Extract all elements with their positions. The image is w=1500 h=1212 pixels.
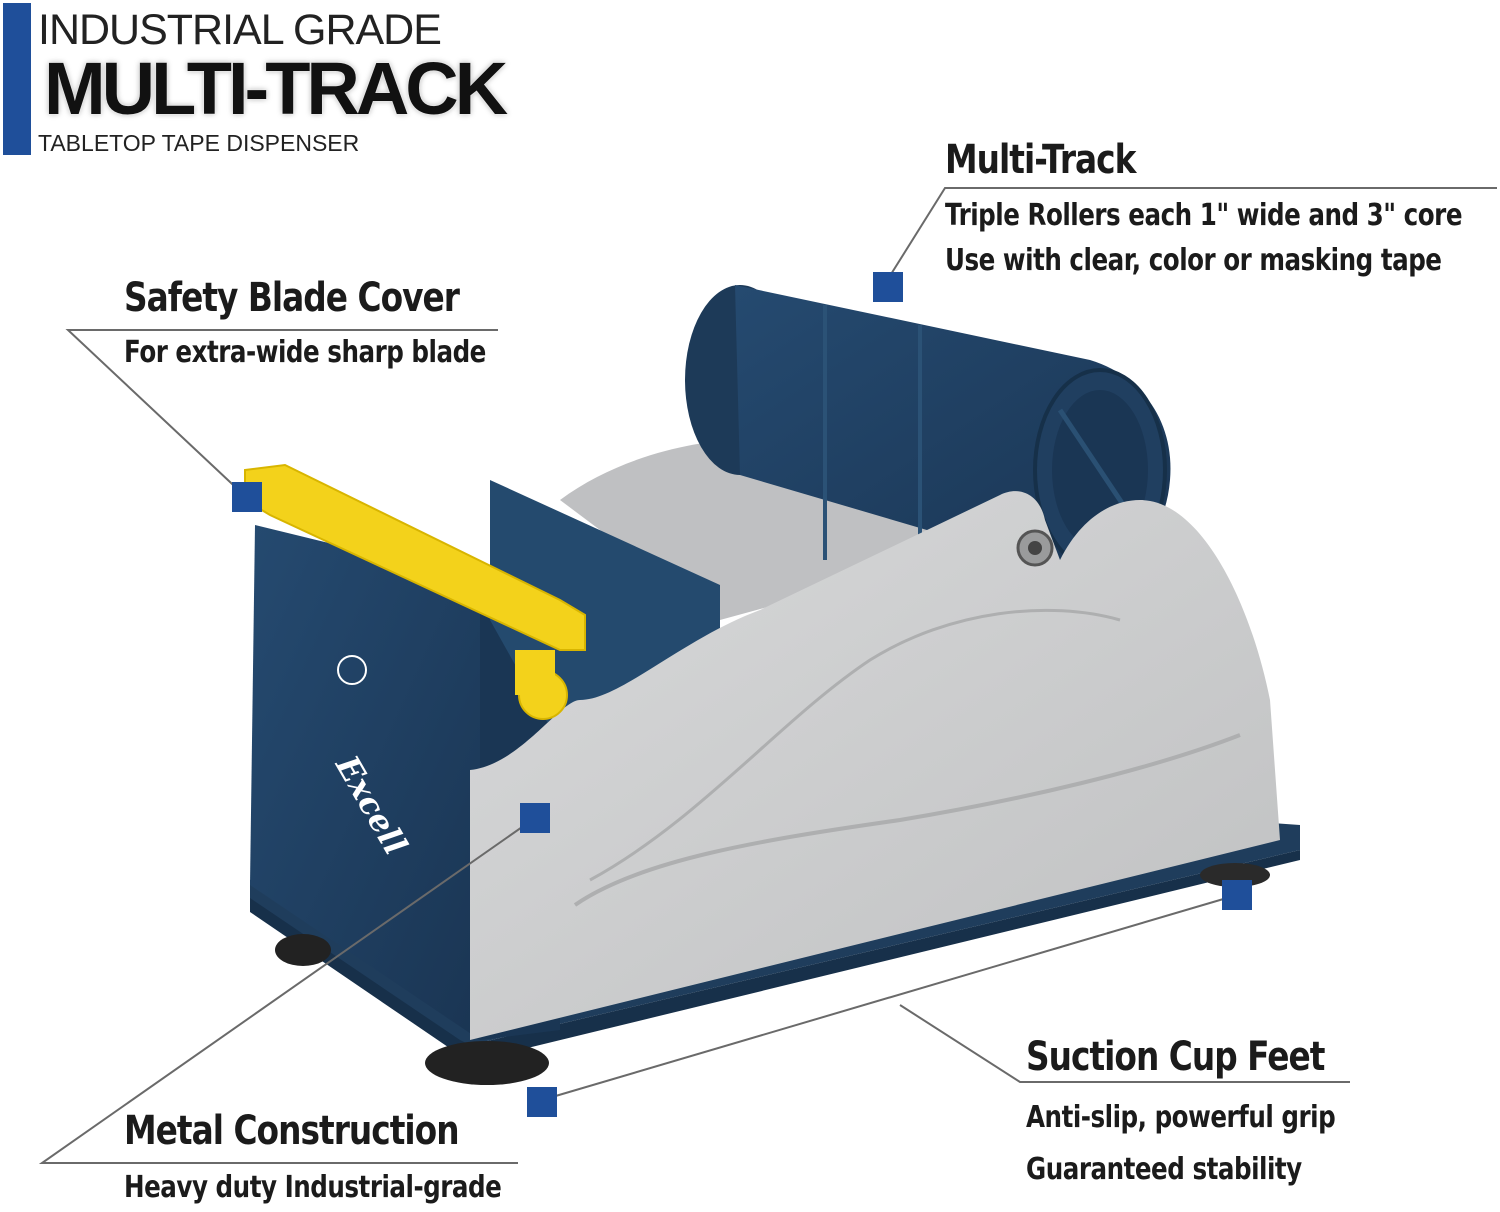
marker-suction-back xyxy=(1222,880,1252,910)
leader-suction-left xyxy=(541,894,1238,1101)
logo-badge-icon xyxy=(337,655,367,685)
callout-safety-blade-line1: For extra-wide sharp blade xyxy=(124,335,486,370)
leader-metal xyxy=(38,817,536,1164)
callout-suction-line2: Guaranteed stability xyxy=(1026,1152,1302,1187)
callout-safety-blade-title: Safety Blade Cover xyxy=(124,275,460,321)
leader-safety-blade xyxy=(65,329,498,498)
front-navy-panel xyxy=(250,525,480,1040)
callout-multi-track-line2: Use with clear, color or masking tape xyxy=(945,243,1442,278)
marker-metal xyxy=(520,803,550,833)
suction-foot-front-right xyxy=(425,1041,549,1085)
marker-suction-front xyxy=(527,1087,557,1117)
suction-foot-back-right xyxy=(1200,863,1270,887)
marker-safety-blade xyxy=(232,482,262,512)
callout-multi-track-title: Multi-Track xyxy=(945,137,1136,183)
leader-lines xyxy=(38,187,1497,1164)
suction-foot-front-left xyxy=(275,934,331,966)
leader-suction-right xyxy=(899,1004,1350,1083)
callout-metal-title: Metal Construction xyxy=(124,1108,460,1154)
title-tabletop-tape-dispenser: TABLETOP TAPE DISPENSER xyxy=(38,130,360,156)
callout-metal-line1: Heavy duty Industrial-grade xyxy=(124,1170,502,1205)
header-accent-bar xyxy=(3,3,31,155)
title-industrial-grade: INDUSTRIAL GRADE xyxy=(38,6,442,54)
title-multi-track: MULTI-TRACK xyxy=(44,47,508,130)
callout-suction-line1: Anti-slip, powerful grip xyxy=(1026,1100,1336,1135)
callout-suction-title: Suction Cup Feet xyxy=(1026,1034,1325,1080)
marker-multi-track xyxy=(873,272,903,302)
leader-multi-track xyxy=(882,187,1497,288)
callout-multi-track-line1: Triple Rollers each 1" wide and 3" core xyxy=(945,198,1463,233)
gray-side-housing xyxy=(470,491,1280,1040)
yellow-blade-cover xyxy=(244,463,586,720)
